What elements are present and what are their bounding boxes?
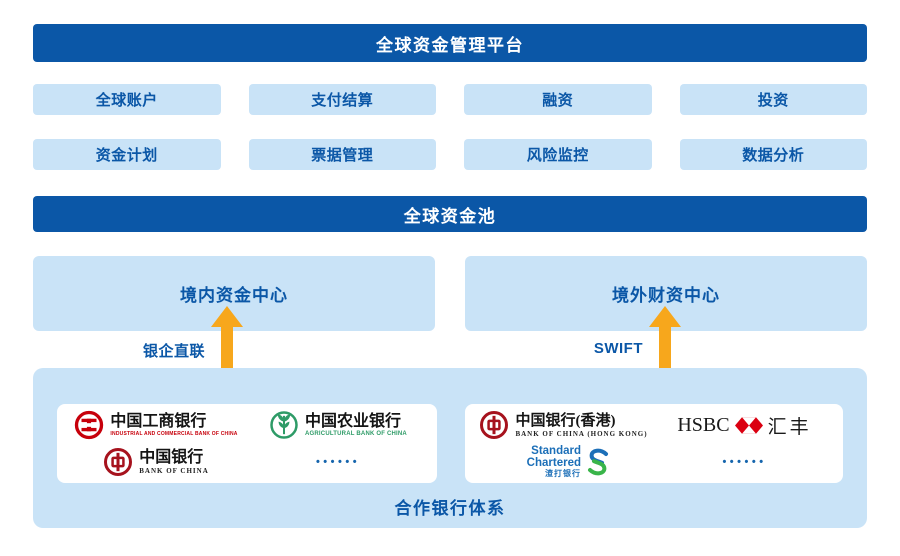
boc-logo-icon	[103, 447, 133, 477]
icbc-logo-icon	[74, 410, 104, 440]
bank-subtitle: AGRICULTURAL BANK OF CHINA	[305, 431, 407, 437]
module-fund-planning: 资金计划	[33, 139, 221, 170]
bank-hsbc: HSBC 汇丰	[677, 412, 811, 439]
bank-name: 中国银行(香港)	[515, 412, 616, 429]
module-payment-settlement: 支付结算	[248, 84, 436, 115]
more-banks-ellipsis: ••••••	[315, 455, 361, 468]
boc-logo-icon	[479, 410, 509, 440]
bank-abc: 中国农业银行 AGRICULTURAL BANK OF CHINA	[269, 410, 407, 440]
partner-banks-panel: 中国工商银行 INDUSTRIAL AND COMMERCIAL BANK OF…	[33, 368, 867, 528]
bank-subtitle: INDUSTRIAL AND COMMERCIAL BANK OF CHINA	[110, 430, 238, 437]
scb-chinese-name: 渣打银行	[545, 469, 581, 479]
more-banks-ellipsis: ••••••	[722, 455, 767, 468]
bank-name: 中国银行	[139, 448, 204, 466]
bank-direct-link-label: 银企直联	[142, 343, 205, 360]
hsbc-wordmark: HSBC	[677, 413, 730, 436]
module-bill-management: 票据管理	[248, 139, 436, 170]
overseas-banks-card: 中国银行(香港) BANK OF CHINA (HONG KONG) HSBC …	[465, 404, 843, 483]
module-financing: 融资	[464, 84, 652, 115]
hsbc-chinese-name: 汇丰	[767, 416, 812, 438]
module-grid: 全球账户 支付结算 融资 投资 资金计划 票据管理 风险监控 数据分析	[33, 84, 867, 170]
bank-boc: 中国银行 BANK OF CHINA	[103, 447, 209, 477]
partner-banks-title: 合作银行体系	[394, 499, 506, 518]
bank-subtitle: BANK OF CHINA	[139, 466, 209, 475]
bank-subtitle: BANK OF CHINA (HONG KONG)	[515, 429, 648, 438]
scb-s-icon	[586, 447, 610, 477]
module-risk-monitoring: 风险监控	[464, 139, 652, 170]
bank-boc-hongkong: 中国银行(香港) BANK OF CHINA (HONG KONG)	[479, 410, 647, 440]
module-data-analysis: 数据分析	[679, 139, 867, 170]
double-arrow-icon	[211, 306, 243, 398]
pool-banner: 全球资金池	[33, 196, 867, 232]
swift-label: SWIFT	[593, 340, 643, 357]
domestic-banks-card: 中国工商银行 INDUSTRIAL AND COMMERCIAL BANK OF…	[57, 404, 437, 483]
bank-name: 中国工商银行	[110, 413, 207, 431]
abc-logo-icon	[269, 410, 299, 440]
bank-icbc: 中国工商银行 INDUSTRIAL AND COMMERCIAL BANK OF…	[74, 410, 237, 440]
double-arrow-icon	[649, 306, 681, 398]
bank-standard-chartered: Standard Chartered 渣打银行	[517, 445, 610, 479]
hsbc-hexagon-icon	[734, 416, 763, 434]
module-global-accounts: 全球账户	[33, 84, 221, 115]
platform-banner: 全球资金管理平台	[33, 24, 867, 62]
bank-name: 中国农业银行	[305, 412, 402, 430]
scb-wordmark: Standard Chartered	[526, 444, 581, 470]
module-investment: 投资	[679, 84, 867, 115]
